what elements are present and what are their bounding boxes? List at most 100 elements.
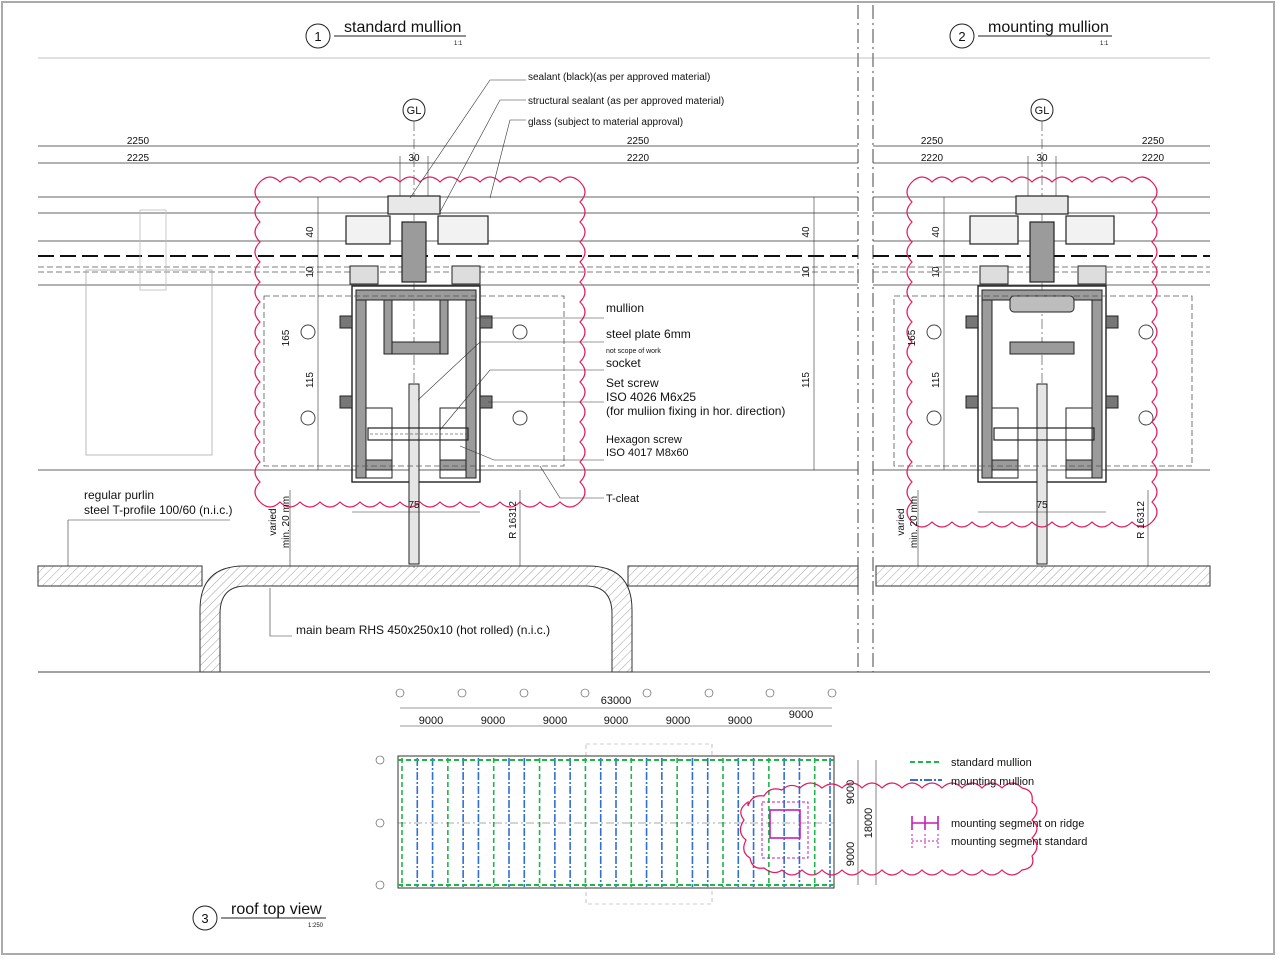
- legend-segment-ridge: mounting segment on ridge: [951, 818, 1084, 830]
- dim-varied: varied: [268, 508, 279, 535]
- dim-varied: varied: [896, 508, 907, 535]
- detail-1-title: 1 standard mullion 1:1: [305, 19, 466, 49]
- callout-structural-sealant: structural sealant (as per approved mate…: [528, 96, 724, 107]
- detail-number-bubble: [305, 23, 331, 49]
- detail-title: roof top view: [231, 901, 322, 918]
- detail-2: GL 2250 2250 2220 30 2220: [873, 98, 1211, 587]
- mullion-chamber: [365, 407, 393, 479]
- dim-bay: 9000: [604, 715, 628, 727]
- legend-mounting-mullion: mounting mullion: [951, 776, 1034, 788]
- pressure-plate: [1029, 221, 1055, 283]
- mullion-web-right: [1091, 299, 1103, 479]
- purlin: [875, 565, 1211, 587]
- dim-115: 115: [801, 372, 812, 388]
- bolt-hole: [300, 410, 316, 426]
- revision-cloud: [739, 782, 1038, 876]
- bolt-hole: [512, 324, 528, 340]
- detail-2-title: 2 mounting mullion 1:1: [949, 19, 1112, 49]
- callout-set-screw-note: (for muliion fixing in hor. direction): [606, 404, 785, 418]
- mullion-chamber: [991, 407, 1019, 479]
- callout-main-beam: main beam RHS 450x250x10 (hot rolled) (n…: [296, 623, 550, 637]
- dim-radius: R 16312: [1136, 501, 1147, 539]
- dim-bay: 9000: [666, 715, 690, 727]
- purlin-left: [37, 565, 203, 587]
- dim-min-20: min. 20 mm: [909, 496, 920, 548]
- gasket-block: [1077, 265, 1107, 285]
- callout-set-screw-spec: ISO 4026 M6x25: [606, 390, 696, 404]
- dim-30: 30: [1036, 153, 1048, 164]
- detail-number: 1: [314, 29, 321, 44]
- gasket-block: [349, 265, 379, 285]
- bolt-hole: [926, 324, 942, 340]
- glazing-gasket-left: [345, 215, 391, 245]
- gasket-block: [979, 265, 1009, 285]
- mullion-chamber-base: [365, 459, 393, 471]
- dim-10: 10: [305, 266, 316, 278]
- detail-3-roof-plan: 63000 9000 9000 9000 9000 9000 9000 9000: [375, 688, 1087, 905]
- adjacent-mullion-ghost: [139, 209, 167, 291]
- legend-segment-standard: mounting segment standard: [951, 836, 1087, 848]
- dim-115: 115: [305, 372, 316, 388]
- glazing-gasket-right: [437, 215, 489, 245]
- mullion-inner-web: [439, 299, 449, 355]
- bolt-hole: [1138, 410, 1154, 426]
- mullion-crossbar: [1009, 341, 1075, 355]
- dim-2250: 2250: [127, 136, 150, 147]
- bolt-hole: [512, 410, 528, 426]
- mounting-segment-standard-marker: [761, 801, 809, 859]
- set-screw: [479, 315, 493, 329]
- dim-2250: 2250: [1142, 136, 1165, 147]
- dim-bay: 9000: [789, 709, 813, 721]
- dim-40: 40: [931, 226, 942, 238]
- dim-2220: 2220: [921, 153, 944, 164]
- purlin-right: [627, 565, 859, 587]
- detail-number: 3: [201, 911, 208, 926]
- set-screw: [965, 315, 979, 329]
- callout-steel-plate: steel plate 6mm: [606, 327, 691, 341]
- bolt-hole: [1138, 324, 1154, 340]
- detail-scale: 1:1: [1100, 41, 1109, 47]
- adjacent-mullion-ghost: [85, 269, 213, 456]
- dim-75: 75: [1036, 500, 1048, 511]
- detail-title: mounting mullion: [988, 19, 1109, 36]
- dim-165: 165: [281, 329, 292, 346]
- revision-cloud: [254, 176, 586, 508]
- sealant-cap: [387, 195, 441, 215]
- steel-plate: [1036, 383, 1048, 565]
- dim-40: 40: [801, 226, 812, 238]
- steel-plate: [408, 383, 420, 565]
- bolt-hole: [926, 410, 942, 426]
- t-cleat-outline: [893, 295, 1193, 467]
- dim-10: 10: [931, 266, 942, 278]
- bolt-holes: [300, 324, 528, 426]
- legend-standard-mullion: standard mullion: [951, 757, 1032, 769]
- dim-2225: 2225: [127, 153, 150, 164]
- callout-hex-screw-spec: ISO 4017 M8x60: [606, 447, 689, 459]
- set-screw: [339, 395, 353, 409]
- dim-bay: 9000: [543, 715, 567, 727]
- plan-legend: standard mullion mounting mullion mounti…: [910, 757, 1087, 848]
- dim-30: 30: [408, 153, 420, 164]
- hexagon-screw: [993, 427, 1095, 441]
- dim-side-bay: 9000: [845, 842, 857, 866]
- dim-2250: 2250: [627, 136, 650, 147]
- dim-bay: 9000: [728, 715, 752, 727]
- set-screw: [1105, 395, 1119, 409]
- detail-3-title: 3 roof top view 1:250: [192, 901, 326, 931]
- dim-165: 165: [907, 329, 918, 346]
- mounting-segment-ridge-marker: [769, 809, 801, 839]
- gasket-block: [451, 265, 481, 285]
- mullion-web-left: [355, 299, 367, 479]
- grid-bubbles-side: [375, 755, 385, 890]
- dim-115: 115: [931, 372, 942, 388]
- mullion-chamber-base: [1065, 459, 1093, 471]
- mullion-inner-web: [383, 299, 393, 355]
- detail-number: 2: [958, 29, 965, 44]
- bolt-holes: [926, 324, 1154, 426]
- dim-2220: 2220: [627, 153, 650, 164]
- dim-side-bay: 9000: [845, 780, 857, 804]
- legend-segment-ridge-swatch: [911, 816, 939, 830]
